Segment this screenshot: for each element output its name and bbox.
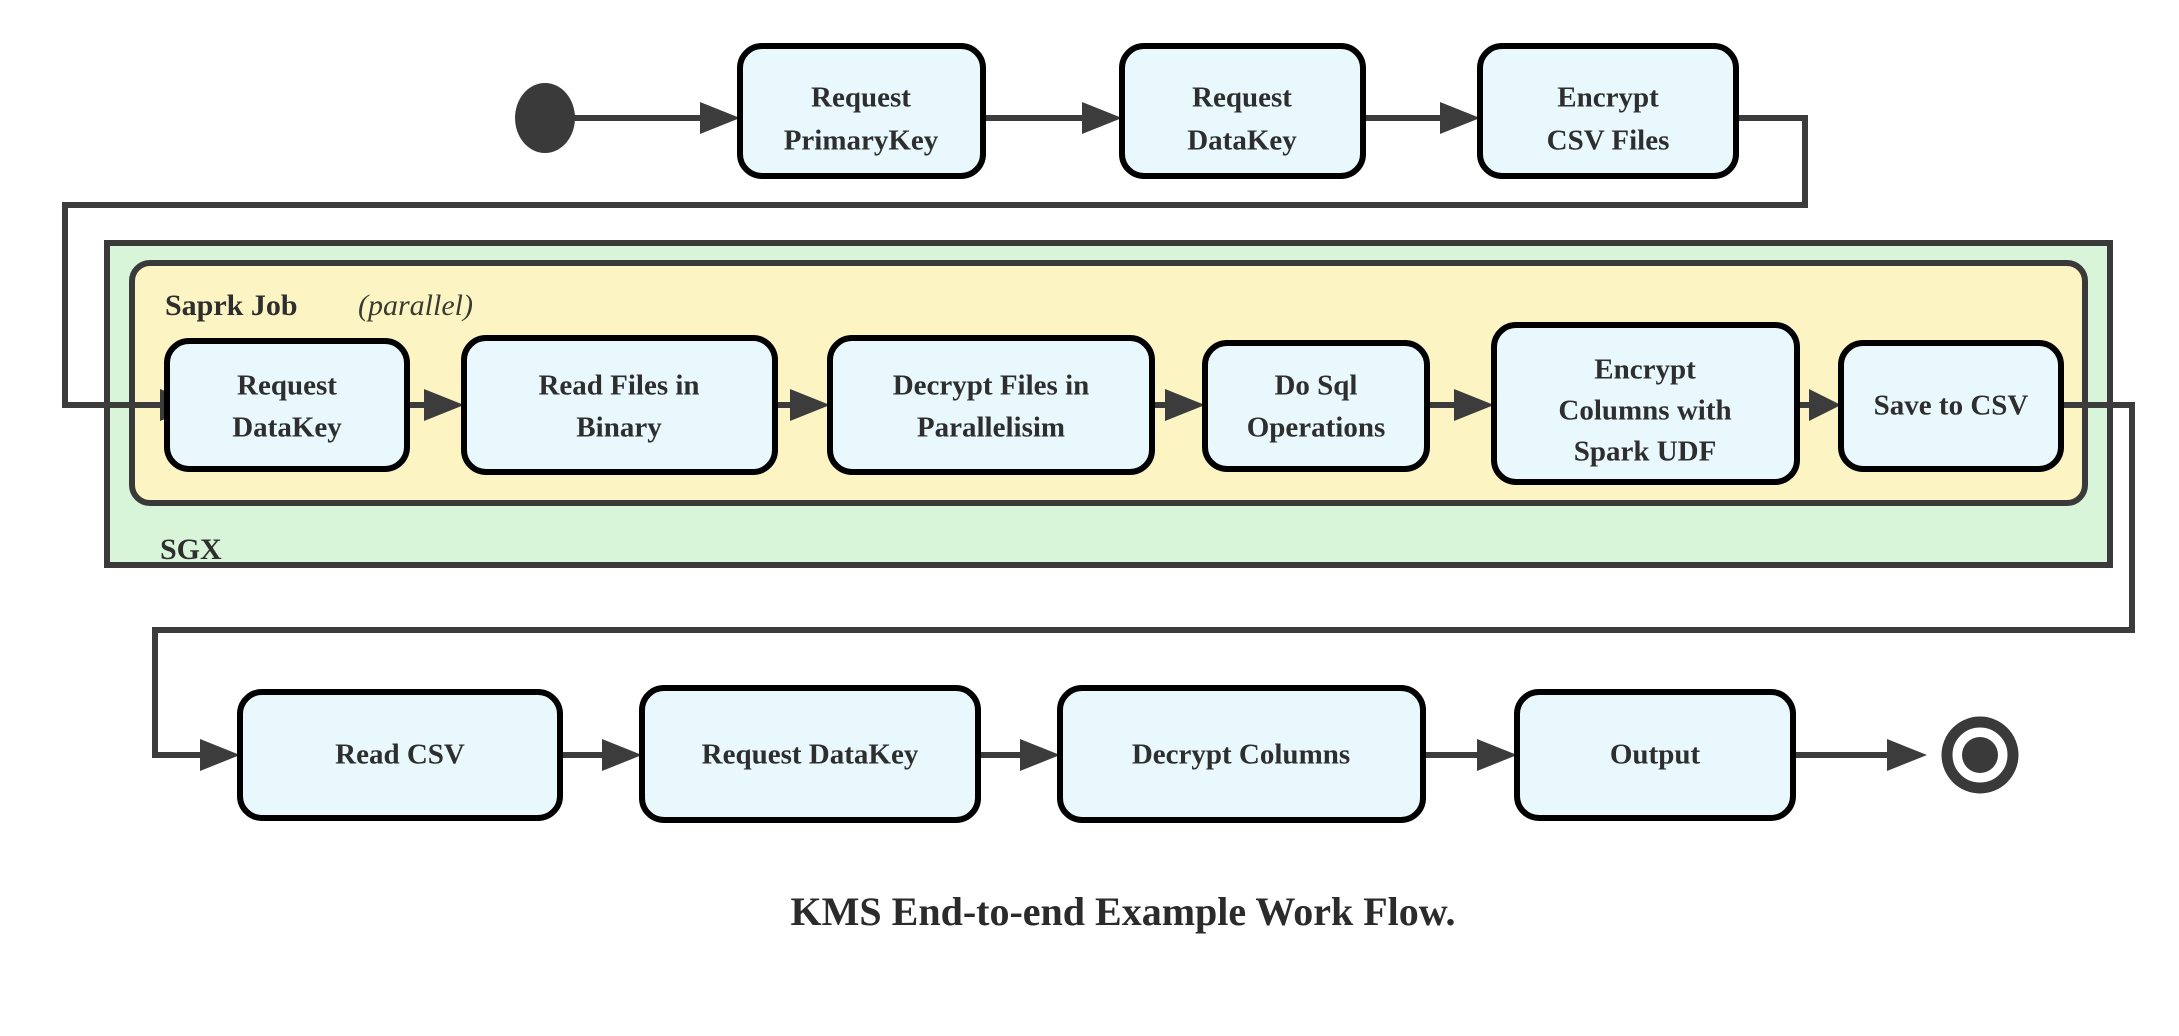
sgx-container-label: SGX <box>160 533 222 566</box>
activity-label-line1: Read CSV <box>335 739 465 771</box>
arrowhead-icon <box>1020 739 1060 771</box>
activity-label-line2: Operations <box>1247 412 1386 444</box>
edge-request-datakey-to-decrypt-columns <box>978 739 1060 771</box>
edge-start-to-request-primarykey <box>572 102 740 134</box>
activity-label-line1: Encrypt <box>1594 354 1696 386</box>
activity-label-line2: DataKey <box>1187 125 1297 157</box>
activity-label-line1: Read Files in <box>538 370 699 402</box>
activity-do-sql-operations[interactable]: Do Sql Operations <box>1202 340 1430 472</box>
arrowhead-icon <box>1477 739 1517 771</box>
arrowhead-icon <box>790 389 830 421</box>
diagram-caption: KMS End-to-end Example Work Flow. <box>791 889 1456 934</box>
activity-label-line2: Parallelisim <box>917 412 1065 444</box>
activity-request-datakey-top[interactable]: Request DataKey <box>1119 43 1366 179</box>
activity-box[interactable] <box>1119 43 1366 179</box>
activity-decrypt-files-in-parallelisim[interactable]: Decrypt Files in Parallelisim <box>827 335 1155 475</box>
activity-save-to-csv[interactable]: Save to CSV <box>1838 340 2064 472</box>
activity-label-line1: Save to CSV <box>1874 390 2029 422</box>
activity-box[interactable] <box>1838 340 2064 472</box>
spark-job-label-parallel: (parallel) <box>358 289 473 322</box>
arrowhead-icon <box>1165 389 1205 421</box>
arrowhead-icon <box>1809 389 1841 421</box>
activity-label-line1: Decrypt Files in <box>893 370 1090 402</box>
activity-label-line1: Request <box>237 370 337 402</box>
activity-box[interactable] <box>827 335 1155 475</box>
activity-box[interactable] <box>639 685 981 823</box>
arrowhead-icon <box>200 739 240 771</box>
edge-save-csv-to-read-csv <box>152 402 2135 771</box>
activity-request-datakey-spark[interactable]: Request DataKey <box>164 338 410 472</box>
edge-spark-datakey-to-read-files <box>407 389 464 421</box>
edge-do-sql-to-encrypt-columns <box>1427 389 1494 421</box>
activity-box[interactable] <box>1202 340 1430 472</box>
activity-label-line2: Columns with <box>1558 395 1731 427</box>
activity-box[interactable] <box>461 335 778 475</box>
activity-box[interactable] <box>737 43 986 179</box>
activity-label-line1: Request DataKey <box>702 739 919 771</box>
activity-request-datakey-bottom[interactable]: Request DataKey <box>639 685 981 823</box>
arrowhead-icon <box>1887 739 1927 771</box>
activity-box[interactable] <box>1514 689 1796 821</box>
activity-request-primarykey[interactable]: Request PrimaryKey <box>737 43 986 179</box>
start-node <box>515 83 575 153</box>
activity-label-line1: Request <box>1192 82 1292 114</box>
activity-label-line1: Do Sql <box>1274 370 1357 402</box>
activity-label-line2: CSV Files <box>1547 125 1670 157</box>
activity-box[interactable] <box>1477 43 1739 179</box>
activity-label-line2: DataKey <box>232 412 342 444</box>
activity-box[interactable] <box>164 338 410 472</box>
activity-label-line1: Request <box>811 82 911 114</box>
arrowhead-icon <box>1454 389 1494 421</box>
edge-output-to-end <box>1793 739 1927 771</box>
activity-label-line2: Binary <box>576 412 662 444</box>
edge-read-csv-to-request-datakey <box>560 739 642 771</box>
activity-label-line1: Encrypt <box>1557 82 1659 114</box>
edge-decrypt-columns-to-output <box>1423 739 1517 771</box>
activity-box[interactable] <box>1057 685 1426 823</box>
edge-datakey-to-encrypt-csv <box>1362 102 1480 134</box>
activity-label-line1: Output <box>1610 739 1701 771</box>
activity-output[interactable]: Output <box>1514 689 1796 821</box>
activity-read-files-in-binary[interactable]: Read Files in Binary <box>461 335 778 475</box>
activity-decrypt-columns[interactable]: Decrypt Columns <box>1057 685 1426 823</box>
arrowhead-icon <box>700 102 740 134</box>
activity-label-line3: Spark UDF <box>1574 436 1717 468</box>
activity-box[interactable] <box>237 689 563 821</box>
activity-box[interactable] <box>1491 322 1800 485</box>
arrowhead-icon <box>424 389 464 421</box>
activity-read-csv[interactable]: Read CSV <box>237 689 563 821</box>
arrowhead-icon <box>602 739 642 771</box>
activity-label-line2: PrimaryKey <box>784 125 939 157</box>
arrowhead-icon <box>1082 102 1122 134</box>
activity-label-line1: Decrypt Columns <box>1132 739 1350 771</box>
spark-job-label-bold: Saprk Job <box>165 289 298 322</box>
edge-primarykey-to-datakey <box>982 102 1122 134</box>
activity-encrypt-columns-with-spark-udf[interactable]: Encrypt Columns with Spark UDF <box>1491 322 1800 485</box>
activity-encrypt-csv-files[interactable]: Encrypt CSV Files <box>1477 43 1739 179</box>
arrowhead-icon <box>1440 102 1480 134</box>
end-node <box>1941 716 2019 794</box>
